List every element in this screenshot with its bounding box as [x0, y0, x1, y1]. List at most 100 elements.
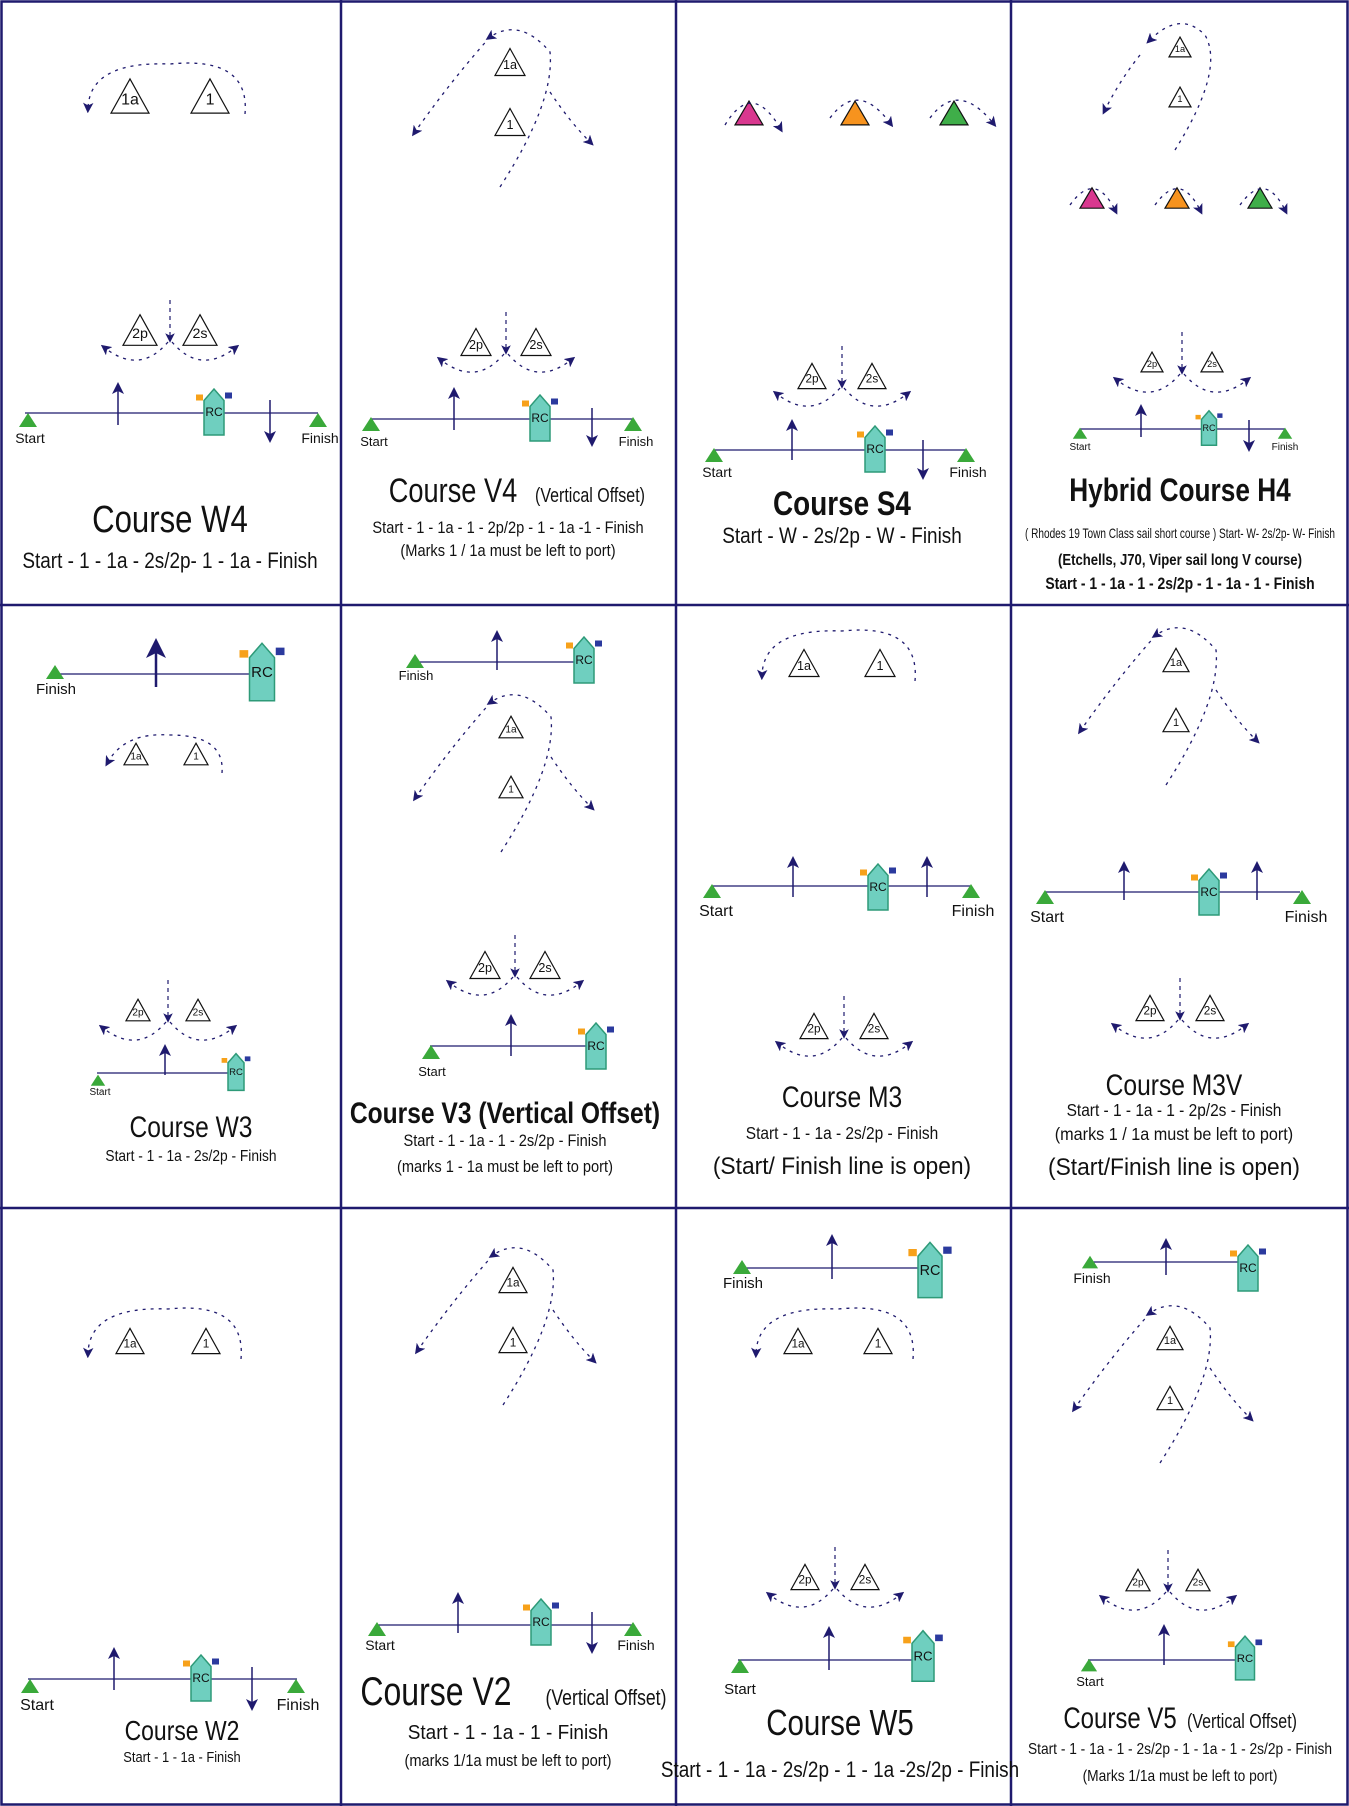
rounding-path	[105, 734, 223, 774]
flag-blue	[1259, 1248, 1266, 1255]
rc-label: RC	[205, 405, 223, 419]
panel-title: Course V2	[360, 1669, 511, 1714]
panel-line: Start - 1 - 1a - 1 - 2p/2p - 1 - 1a -1 -…	[372, 519, 643, 537]
start-marker	[19, 413, 37, 427]
panel-line: (Marks 1 / 1a must be left to port)	[400, 542, 615, 560]
rc-label: RC	[866, 442, 884, 456]
panel-line: Start - 1 - 1a - Finish	[123, 1748, 240, 1765]
start-label: Start	[724, 1681, 757, 1698]
mark-2s	[1184, 1567, 1212, 1592]
mark-label: 2p	[469, 338, 483, 352]
flag-blue	[935, 1634, 943, 1642]
start-label: Start	[15, 430, 45, 446]
panel-title: Course V5	[1063, 1700, 1176, 1734]
start-marker	[90, 1074, 106, 1086]
start-marker	[1036, 890, 1054, 904]
panel-title: Course V3 (Vertical Offset)	[350, 1096, 660, 1130]
mark-label: 1a	[130, 752, 142, 763]
mark-label: 2s	[1204, 1004, 1217, 1017]
rc-label: RC	[532, 1615, 550, 1629]
rounding-path	[507, 353, 576, 373]
finish-label: Finish	[723, 1275, 763, 1292]
rounding-path	[1145, 1305, 1212, 1464]
committee-boat	[917, 1241, 943, 1299]
panel-v5-caption: Course V5(Vertical Offset)Start - 1 - 1a…	[1028, 1700, 1332, 1785]
committee-boat	[227, 1052, 245, 1092]
mark-label: 1a	[1175, 44, 1186, 54]
flag-orange	[1195, 414, 1201, 420]
rounding-path	[1181, 1019, 1250, 1039]
mark-2s	[856, 362, 888, 390]
flag-blue	[886, 429, 893, 436]
panel-title: Course W5	[766, 1702, 914, 1742]
start-marker	[733, 1260, 751, 1274]
panel-line: Start - 1 - 1a - 2s/2p - 1 - 1a -2s/2p -…	[661, 1758, 1019, 1783]
rounding-path	[415, 1254, 494, 1355]
flag-blue	[943, 1246, 952, 1254]
panel-line: Start - 1 - 1a - 2s/2p - Finish	[105, 1147, 276, 1165]
start-label: Start	[702, 464, 732, 480]
mark-green	[938, 99, 970, 126]
start-marker	[1293, 890, 1311, 904]
mark-2s	[181, 313, 219, 346]
flag-orange	[578, 1028, 585, 1035]
rounding-path	[724, 102, 783, 133]
panel-line: Start - 1 - 1a - 1 - 2p/2s - Finish	[1067, 1100, 1282, 1120]
flag-orange	[522, 400, 529, 407]
rc-label: RC	[251, 664, 273, 681]
start-marker	[422, 1045, 440, 1059]
start-label: Start	[699, 903, 733, 920]
rounding-path	[413, 701, 492, 802]
flag-blue	[551, 398, 558, 405]
committee-boat	[573, 635, 595, 684]
rounding-path	[445, 976, 514, 996]
flag-blue	[225, 392, 232, 399]
rounding-path	[1183, 373, 1252, 393]
start-marker	[21, 1679, 39, 1693]
flag-orange	[1191, 874, 1198, 881]
rc-label: RC	[869, 880, 887, 894]
flag-blue	[1217, 413, 1223, 418]
start-marker	[1072, 427, 1088, 439]
mark-label: 1	[876, 659, 883, 673]
rounding-path	[829, 99, 894, 128]
panel-line: Start - 1 - 1a - 1 - 2s/2p - 1 - 1a - 1 …	[1045, 575, 1314, 594]
start-label: Start	[1076, 1674, 1104, 1689]
panel-line: Start - 1 - 1a - 2s/2p- 1 - 1a - Finish	[22, 549, 317, 574]
mark-1a	[787, 648, 821, 678]
mark-label: 2s	[529, 338, 542, 352]
panel-line: Start - 1 - 1a - 1 - Finish	[408, 1722, 609, 1745]
start-label: Start	[365, 1637, 395, 1653]
mark-2p	[789, 1563, 821, 1591]
mark-green	[1246, 186, 1274, 209]
mark-2s	[528, 950, 562, 980]
flag-orange	[908, 1249, 917, 1257]
panel-title: Course W2	[125, 1716, 240, 1747]
panel-subtitle: (Vertical Offset)	[1187, 1710, 1297, 1732]
mark-label: 2s	[868, 1022, 881, 1035]
rounding-path	[1112, 373, 1181, 393]
start-marker	[1277, 427, 1293, 439]
start-label: Start	[418, 1064, 446, 1079]
panel-line: (marks 1 / 1a must be left to port)	[1055, 1124, 1293, 1144]
start-label: Start	[20, 1697, 54, 1714]
finish-label: Finish	[277, 1697, 320, 1714]
panel-line: (Etchells, J70, Viper sail long V course…	[1058, 552, 1302, 569]
mark-1	[862, 1327, 894, 1355]
rounding-path	[549, 91, 594, 146]
start-marker	[703, 884, 721, 898]
rc-label: RC	[913, 1648, 933, 1663]
mark-label: 2s	[538, 961, 551, 975]
mark-1a	[497, 1266, 529, 1294]
start-marker	[705, 448, 723, 462]
mark-2s	[858, 1012, 890, 1040]
panel-subtitle: (Vertical Offset)	[546, 1686, 667, 1710]
finish-label: Finish	[1272, 442, 1299, 453]
start-marker	[731, 1659, 749, 1673]
